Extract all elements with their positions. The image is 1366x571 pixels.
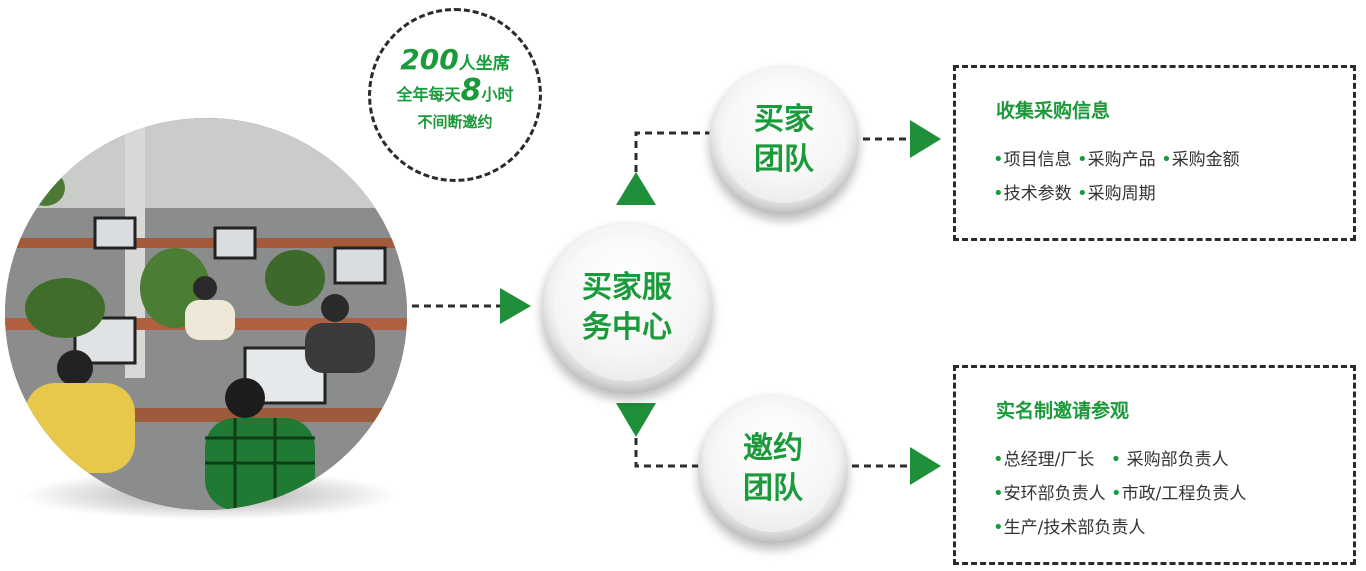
collect-info-list: •项目信息 •采购产品 •采购金额 •技术参数 •采购周期 xyxy=(993,143,1240,211)
arrow-up xyxy=(616,172,656,205)
center-node-line2: 务中心 xyxy=(582,310,672,345)
hours-prefix: 全年每天 xyxy=(396,85,461,104)
bullet-icon: • xyxy=(993,517,1004,538)
invite-visit-list: •总经理/厂长 • 采购部负责人 •安环部负责人 •市政/工程负责人 •生产/技… xyxy=(993,443,1246,545)
buyer-team-line1: 买家 xyxy=(754,102,814,137)
buyer-team-line2: 团队 xyxy=(754,142,814,177)
arrow-right-invite xyxy=(910,447,941,485)
call-center-photo xyxy=(5,118,407,510)
bullet-icon: • xyxy=(993,483,1004,504)
item-project-info: 项目信息 xyxy=(1003,150,1072,170)
seat-count-line: 200人坐席 xyxy=(371,46,539,77)
item-purchase-cycle: 采购周期 xyxy=(1087,184,1156,204)
invite-visit-box: 实名制邀请参观 •总经理/厂长 • 采购部负责人 •安环部负责人 •市政/工程负… xyxy=(953,365,1356,565)
arrow-right-buyer xyxy=(910,120,941,158)
seat-info-bubble: 200人坐席 全年每天8小时 不间断邀约 xyxy=(368,8,542,182)
hours-number: 8 xyxy=(460,73,482,108)
collect-info-box: 收集采购信息 •项目信息 •采购产品 •采购金额 •技术参数 •采购周期 xyxy=(953,65,1356,241)
invite-team-node: 邀约 团队 xyxy=(698,394,848,544)
invite-row-2: •安环部负责人 •市政/工程负责人 xyxy=(993,477,1246,511)
seat-count-number: 200 xyxy=(400,43,459,76)
item-tech-params: 技术参数 xyxy=(1003,184,1072,204)
collect-info-title: 收集采购信息 xyxy=(996,100,1111,122)
seat-count-text: 人坐席 xyxy=(458,54,510,74)
item-purchase-product: 采购产品 xyxy=(1087,150,1156,170)
invite-team-line1: 邀约 xyxy=(743,431,803,466)
item-general-manager: 总经理/厂长 xyxy=(1003,450,1095,470)
bullet-icon: • xyxy=(993,449,1004,470)
invite-row-1: •总经理/厂长 • 采购部负责人 xyxy=(993,443,1246,477)
hours-line: 全年每天8小时 xyxy=(371,76,539,109)
bullet-icon: • xyxy=(993,183,1004,204)
collect-row-2: •技术参数 •采购周期 xyxy=(993,177,1240,211)
bullet-icon: • xyxy=(1161,149,1172,170)
buyer-service-center-node: 买家服 务中心 xyxy=(541,222,713,394)
center-to-invite-line xyxy=(634,438,715,468)
item-safety-env-head: 安环部负责人 xyxy=(1003,484,1106,504)
arrow-down xyxy=(616,403,656,437)
invite-visit-title: 实名制邀请参观 xyxy=(996,400,1130,422)
center-node-line1: 买家服 xyxy=(582,270,672,305)
bullet-icon: • xyxy=(993,149,1004,170)
arrow-right-center xyxy=(500,288,531,324)
center-to-buyer-line xyxy=(634,131,712,172)
buyer-team-node: 买家 团队 xyxy=(709,65,859,215)
bullet-icon: • xyxy=(1111,483,1122,504)
item-production-tech-head: 生产/技术部负责人 xyxy=(1003,518,1146,538)
bullet-icon: • xyxy=(1077,149,1088,170)
non-stop-line: 不间断邀约 xyxy=(417,113,493,131)
bullet-icon: • xyxy=(1110,449,1122,470)
bullet-icon: • xyxy=(1077,183,1088,204)
invite-team-line2: 团队 xyxy=(743,471,803,506)
item-purchasing-head: 采购部负责人 xyxy=(1126,450,1229,470)
office-scene-image xyxy=(5,118,407,510)
collect-row-1: •项目信息 •采购产品 •采购金额 xyxy=(993,143,1240,177)
invite-row-3: •生产/技术部负责人 xyxy=(993,511,1246,545)
item-municipal-eng-head: 市政/工程负责人 xyxy=(1121,484,1247,504)
item-purchase-amount: 采购金额 xyxy=(1171,150,1240,170)
hours-suffix: 小时 xyxy=(481,85,514,104)
